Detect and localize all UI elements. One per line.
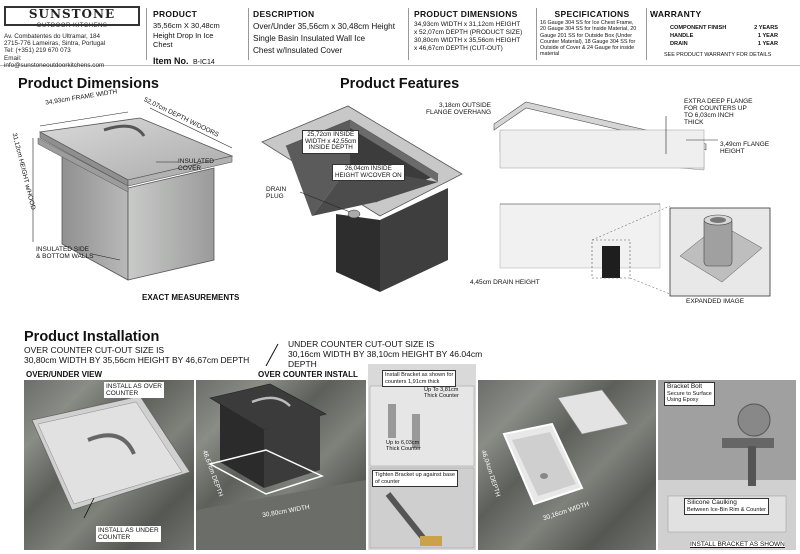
company-address: Av. Combatentes do Ultramar, 184 2715-77… — [4, 33, 106, 69]
dimensions-block: PRODUCT DIMENSIONS 34,93cm WIDTH x 31,12… — [414, 9, 523, 52]
product-dimensions-title: Product Dimensions — [18, 76, 159, 92]
inside-width-label: 25,72cm INSIDE WIDTH x 42,55cm INSIDE DE… — [302, 130, 360, 154]
over-counter-cutout-note: OVER COUNTER CUT-OUT SIZE IS 30,80cm WID… — [24, 345, 250, 365]
over-counter-install-photo — [196, 380, 366, 550]
sunstone-logo: SUNSTONE — [4, 6, 140, 26]
install-bracket-label: INSTALL BRACKET AS SHOWN — [690, 541, 785, 548]
logo-subtitle: OUTDOOR KITCHENS — [36, 23, 108, 29]
install-over-label: INSTALL AS OVER COUNTER — [104, 382, 164, 398]
spec-header: SUNSTONE OUTDOOR KITCHENS Av. Combatente… — [0, 0, 800, 69]
exact-measurements-label: EXACT MEASUREMENTS — [142, 293, 240, 302]
flange-cross-section-drawing — [493, 101, 771, 297]
divider — [248, 8, 249, 60]
divider — [408, 8, 409, 60]
flange-height-label: 3,49cm FLANGE HEIGHT — [720, 141, 770, 155]
up-to-603-label: Up to 6,03cm Thick Counter — [386, 440, 421, 453]
drain-height-label: 4,45cm DRAIN HEIGHT — [470, 279, 540, 286]
ice-chest-dimension-drawing — [32, 107, 234, 281]
extra-deep-flange-label: EXTRA DEEP FLANGE FOR COUNTERS UP TO 6,0… — [684, 98, 753, 126]
divider — [536, 8, 537, 60]
specifications-block: SPECIFICATIONS 16 Gauge 304 SS for Ice C… — [540, 9, 637, 58]
under-counter-cutout-note: UNDER COUNTER CUT-OUT SIZE IS 30,16cm WI… — [288, 339, 483, 369]
bracket-install-photo — [368, 364, 476, 550]
up-to-381-label: Up To 3,81cm Thick Counter — [424, 387, 459, 400]
item-number: B-IC14 — [192, 58, 215, 66]
product-features-title: Product Features — [340, 76, 460, 92]
install-under-label: INSTALL AS UNDER COUNTER — [96, 526, 161, 542]
over-counter-install-title: OVER COUNTER INSTALL — [258, 370, 358, 379]
flange-overhang-label: 3,18cm OUTSIDE FLANGE OVERHANG — [426, 102, 492, 116]
bracket-note-label: Install Bracket as shown for counters 1,… — [382, 370, 457, 387]
logo-text: SUNSTONE — [28, 7, 116, 21]
drain-plug-label: DRAIN PLUG — [266, 186, 287, 200]
basin-interior-drawing — [261, 105, 463, 292]
description-block: DESCRIPTION Over/Under 35,56cm x 30,48cm… — [253, 9, 395, 55]
tighten-bracket-label: Tighten Bracket up against base of count… — [372, 470, 459, 487]
slash-divider — [265, 343, 279, 367]
divider — [146, 8, 147, 60]
bracket-bolt-label: Bracket Bolt Secure to Surface Using Epo… — [664, 382, 715, 406]
over-under-view-title: OVER/UNDER VIEW — [26, 370, 103, 379]
over-under-view-photo — [24, 380, 194, 550]
inside-height-label: 26,04cm INSIDE HEIGHT W/COVER ON — [332, 164, 405, 181]
warranty-block: WARRANTY COMPONENT FINISH 2 YEARS HANDLE… — [650, 9, 778, 58]
bracket-bolt-detail-photo — [658, 380, 796, 550]
divider — [646, 8, 647, 60]
insulated-cover-label: INSULATED COVER — [178, 158, 214, 172]
under-counter-install-photo — [478, 380, 656, 550]
product-block: PRODUCT 35,56cm X 30,48cm Height Drop In… — [153, 9, 220, 66]
expanded-image-label: EXPANDED IMAGE — [686, 298, 745, 305]
silicone-caulking-label: Silicone Caulking Between Ice-Bin Rim & … — [684, 498, 769, 515]
insulated-walls-label: INSULATED SIDE & BOTTOM WALLS — [36, 246, 94, 260]
product-installation-title: Product Installation — [24, 329, 160, 345]
item-number-label: Item No. — [153, 55, 189, 66]
